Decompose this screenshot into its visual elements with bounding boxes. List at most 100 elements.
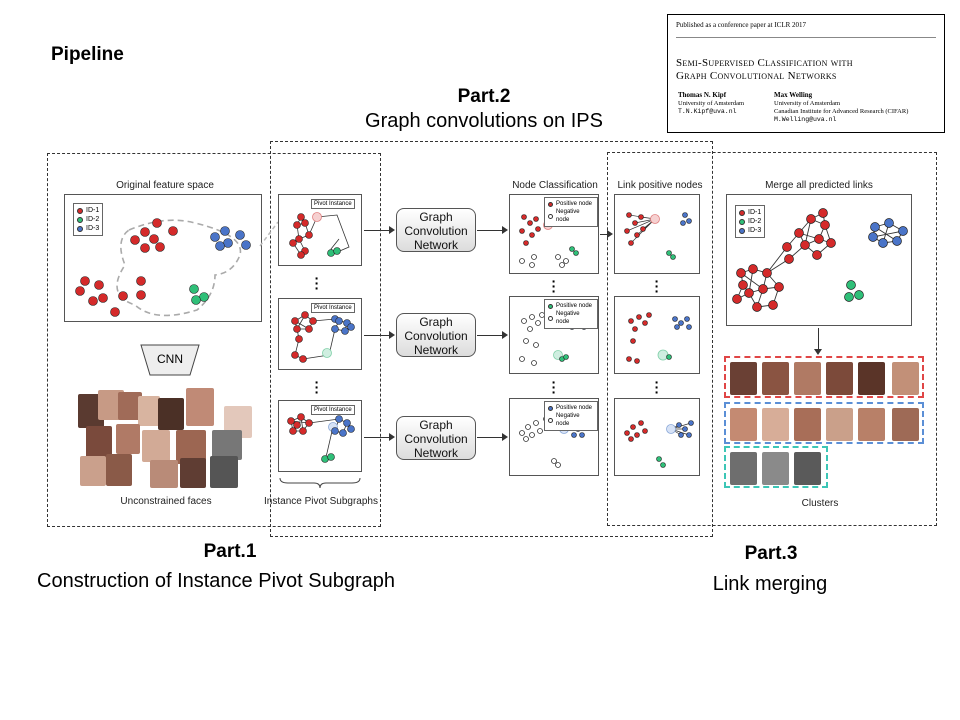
link-panel-1 (614, 194, 700, 274)
face-image (142, 430, 170, 462)
merge-legend-id3-label: ID-3 (748, 227, 762, 234)
positive-row: Positive node (548, 200, 594, 208)
face-image (730, 408, 757, 441)
face-image (794, 362, 821, 395)
paper-header: Published as a conference paper at ICLR … (676, 21, 807, 29)
legend-id3: ID-3 (77, 224, 99, 233)
gcn-text: Convolution (404, 432, 468, 446)
paper-thumbnail: Published as a conference paper at ICLR … (667, 14, 945, 133)
face-image (762, 362, 789, 395)
face-image (158, 398, 184, 430)
gcn-text: Graph (419, 315, 453, 329)
face-image (116, 424, 140, 454)
arrow-head (389, 433, 395, 441)
ips-brace (279, 477, 361, 489)
positive-label: Positive node (556, 303, 593, 309)
arrow-head (607, 230, 613, 238)
author2-email: M.Welling@uva.nl (774, 116, 837, 123)
cluster-blue (724, 402, 924, 444)
arrow-node-link-1 (600, 234, 608, 235)
gcn-text: Network (413, 238, 458, 252)
part1-subtitle: Construction of Instance Pivot Subgraph (37, 570, 395, 592)
author1-name: Thomas N. Kipf (678, 91, 727, 99)
negative-row: Negative node (548, 412, 594, 428)
link-caption: Link positive nodes (617, 180, 703, 191)
node-ellipsis-2: ··· (551, 374, 557, 400)
face-image (730, 362, 757, 395)
feature-space-legend: ID-1 ID-2 ID-3 (73, 203, 104, 236)
face-image (762, 452, 789, 485)
arrow-head (502, 433, 508, 441)
id1-dot (739, 209, 745, 216)
part2-subtitle: Graph convolutions on IPS (365, 110, 603, 132)
negative-dot (548, 417, 553, 423)
face-image (80, 456, 106, 486)
face-image (138, 396, 160, 426)
author2-affiliation1: University of Amsterdam (774, 100, 841, 107)
author2-affiliation2: Canadian Institute for Advanced Research… (774, 108, 909, 115)
feature-to-ips-connector (259, 221, 279, 247)
merge-legend: ID-1 ID-2 ID-3 (735, 205, 766, 238)
negative-dot (548, 315, 553, 321)
arrow-ips-gcn-1 (364, 230, 390, 231)
cluster-red (724, 356, 924, 398)
negative-label: Negative node (555, 413, 580, 427)
face-image (826, 362, 853, 395)
node-panel-1: Positive node Negative node (509, 194, 599, 274)
paper-rule (676, 37, 936, 38)
ips-graph-3 (287, 413, 355, 463)
face-image (794, 452, 821, 485)
positive-label: Positive node (556, 405, 593, 411)
paper-title: Semi-Supervised Classification with Grap… (676, 57, 853, 83)
id2-dot (77, 216, 83, 223)
face-image (186, 388, 214, 426)
face-image (180, 458, 206, 488)
face-image (150, 460, 178, 488)
part2-region (270, 141, 713, 537)
part3-title: Part.3 (744, 543, 798, 564)
feature-space-plot (75, 218, 251, 317)
ips-graph-2 (291, 311, 355, 363)
ips-ellipsis-2: ··· (314, 374, 320, 400)
gcn-block-1: Graph Convolution Network (396, 208, 476, 252)
cluster-teal (724, 446, 828, 488)
link-plot-1 (624, 212, 692, 260)
positive-dot (548, 201, 553, 207)
faces-caption: Unconstrained faces (120, 496, 212, 507)
merge-legend-id2: ID-2 (739, 217, 761, 226)
node-panel-3: Positive node Negative node (509, 398, 599, 476)
link-plot-3 (624, 420, 694, 468)
arrow-merge-clusters (818, 328, 819, 350)
negative-label: Negative node (555, 311, 580, 325)
positive-row: Positive node (548, 302, 594, 310)
gcn-text: Network (413, 446, 458, 460)
arrow-head (814, 349, 822, 355)
face-image (762, 408, 789, 441)
merge-caption: Merge all predicted links (765, 180, 873, 191)
cnn-block: CNN (140, 344, 200, 376)
legend-id1-label: ID-1 (86, 207, 100, 214)
link-panel-2 (614, 296, 700, 374)
arrow-head (502, 331, 508, 339)
paper-title-line2: Graph Convolutional Networks (676, 70, 837, 82)
positive-dot (548, 303, 553, 309)
arrow-head (389, 331, 395, 339)
negative-label: Negative node (555, 209, 580, 223)
cnn-trapezoid (140, 344, 200, 376)
gcn-text: Graph (419, 210, 453, 224)
face-image (730, 452, 757, 485)
cnn-label: CNN (157, 352, 183, 366)
merge-panel: ID-1 ID-2 ID-3 (726, 194, 912, 326)
pivot-label-2: Pivot Instance (311, 303, 355, 313)
paper-title-line1: Semi-Supervised Classification with (676, 57, 853, 69)
gcn-block-2: Graph Convolution Network (396, 313, 476, 357)
paper-author1: Thomas N. Kipf University of Amsterdam T… (678, 91, 744, 116)
id3-dot (77, 225, 83, 232)
face-image (892, 408, 919, 441)
part3-region (607, 152, 937, 526)
merge-legend-id3: ID-3 (739, 226, 761, 235)
face-image (892, 362, 919, 395)
arrow-head (389, 226, 395, 234)
part1-region (47, 153, 381, 527)
negative-dot (548, 213, 553, 219)
